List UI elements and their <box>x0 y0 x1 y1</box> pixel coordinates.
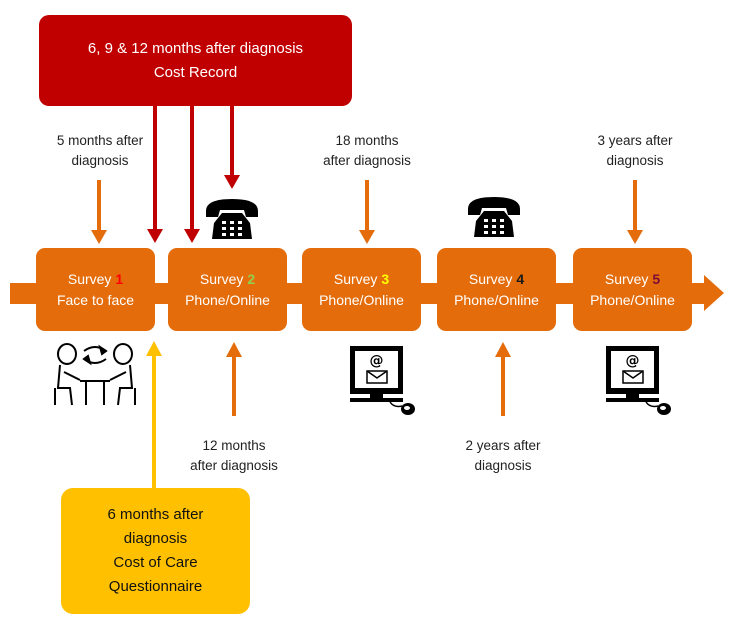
survey-2-box: Survey 2 Phone/Online <box>168 248 287 331</box>
timing-arrows <box>91 180 643 416</box>
timing-line: after diagnosis <box>190 458 278 473</box>
cost-of-care-box: 6 months after diagnosis Cost of Care Qu… <box>61 488 250 614</box>
survey-word: Survey <box>333 270 378 287</box>
cost-of-care-arrow <box>146 341 162 488</box>
cost-record-arrows <box>147 106 240 243</box>
cost-of-care-line4: Questionnaire <box>108 578 203 595</box>
cost-record-timing: 6, 9 & 12 months after diagnosis <box>87 39 304 57</box>
survey-2-timing-label: 12 months after diagnosis <box>164 436 304 476</box>
survey-number: 4 <box>516 270 525 287</box>
survey-number: 5 <box>652 270 661 287</box>
survey-mode: Phone/Online <box>590 291 675 308</box>
cost-of-care-line1: 6 months after <box>107 506 204 523</box>
survey-mode: Phone/Online <box>319 291 404 308</box>
timing-line: diagnosis <box>474 458 532 473</box>
timeline-arrowhead <box>704 275 724 311</box>
telephone-icon <box>206 199 258 239</box>
survey-word: Survey <box>199 270 244 287</box>
survey-3-timing-label: 18 months after diagnosis <box>297 131 437 171</box>
timing-line: 5 months after <box>56 133 144 148</box>
survey-mode: Phone/Online <box>185 291 270 308</box>
timing-line: 12 months <box>202 438 266 453</box>
survey-4-box: Survey 4 Phone/Online <box>437 248 556 331</box>
timing-line: 3 years after <box>597 133 673 148</box>
survey-number: 1 <box>115 270 124 287</box>
survey-5-box: Survey 5 Phone/Online <box>573 248 692 331</box>
timing-line: diagnosis <box>71 153 129 168</box>
computer-email-icon <box>349 345 416 416</box>
face-to-face-icon <box>54 343 136 406</box>
survey-word: Survey <box>468 270 513 287</box>
survey-mode: Face to face <box>56 291 135 308</box>
survey-number: 3 <box>381 270 390 287</box>
survey-5-timing-label: 3 years after diagnosis <box>565 131 705 171</box>
cost-record-box: 6, 9 & 12 months after diagnosis Cost Re… <box>39 15 352 106</box>
survey-word: Survey <box>604 270 649 287</box>
survey-3-box: Survey 3 Phone/Online <box>302 248 421 331</box>
computer-email-icon <box>605 345 672 416</box>
timing-line: 2 years after <box>465 438 541 453</box>
cost-of-care-line3: Cost of Care <box>113 554 198 571</box>
survey-4-timing-label: 2 years after diagnosis <box>433 436 573 476</box>
survey-1-timing-label: 5 months after diagnosis <box>30 131 170 171</box>
survey-number: 2 <box>247 270 256 287</box>
cost-of-care-line2: diagnosis <box>123 530 188 547</box>
timing-line: diagnosis <box>606 153 664 168</box>
survey-word: Survey <box>67 270 112 287</box>
timing-line: 18 months <box>335 133 399 148</box>
survey-1-box: Survey 1 Face to face <box>36 248 155 331</box>
cost-record-title: Cost Record <box>153 63 238 81</box>
survey-mode: Phone/Online <box>454 291 539 308</box>
timing-line: after diagnosis <box>323 153 411 168</box>
telephone-icon <box>468 197 520 237</box>
